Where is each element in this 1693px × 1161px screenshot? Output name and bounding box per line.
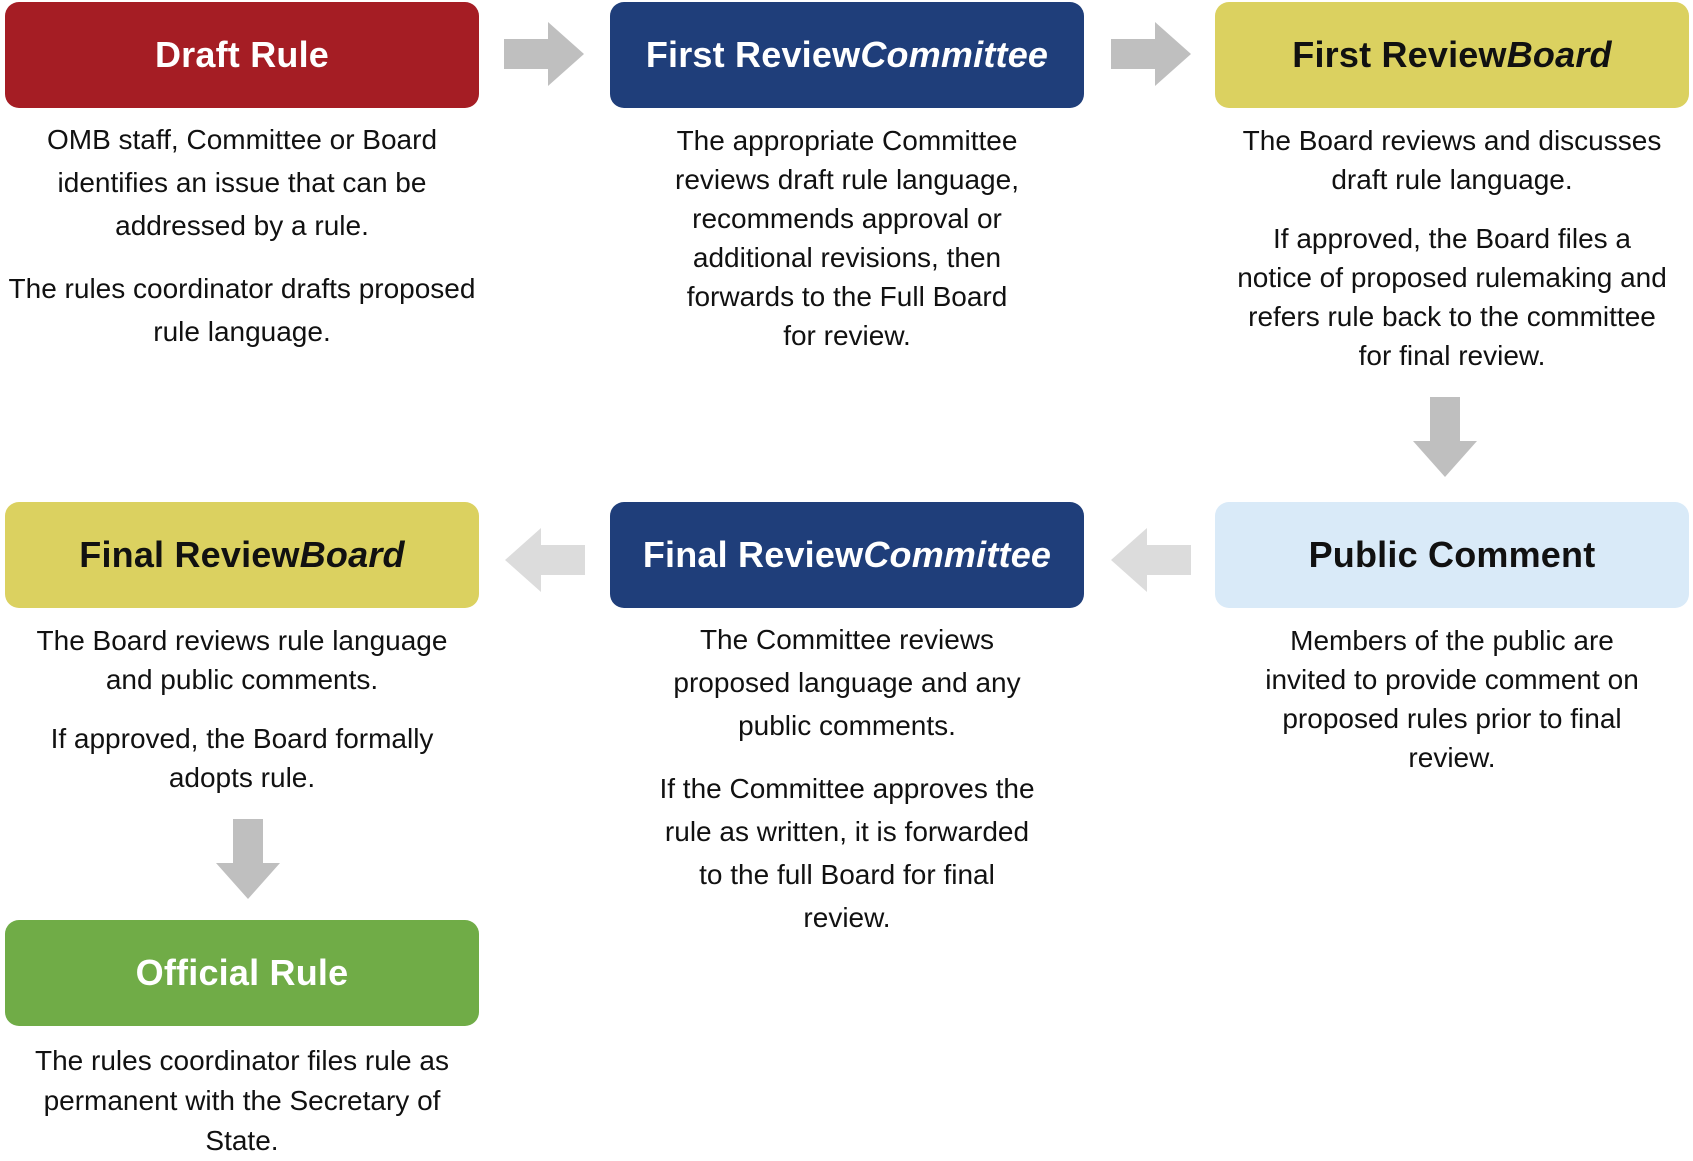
final-review-committee-header: Final Review Committee — [610, 502, 1084, 608]
official-rule-description: The rules coordinator files rule as perm… — [5, 1041, 479, 1161]
final-review-board-description: The Board reviews rule language and publ… — [5, 621, 479, 797]
first-review-committee-header: First Review Committee — [610, 2, 1084, 108]
down-arrow-icon — [216, 819, 280, 899]
final-review-committee-description: The Committee reviews proposed language … — [610, 618, 1084, 939]
public-comment-text-1: Members of the public are invited to pro… — [1265, 625, 1639, 773]
first-review-committee-title: First Review — [645, 34, 861, 75]
final-review-board-title: Final Review — [79, 534, 300, 575]
official-rule-text-1: The rules coordinator files rule as perm… — [35, 1045, 449, 1156]
right-arrow-icon — [504, 22, 584, 86]
final-review-board-text-1: The Board reviews rule language and publ… — [36, 625, 448, 695]
first-review-board-header: First Review Board — [1215, 2, 1689, 108]
final-review-committee-title: Final Review — [642, 534, 864, 575]
first-review-board-title: First Review — [1292, 34, 1507, 75]
draft-rule-text-1: OMB staff, Committee or Board identifies… — [46, 124, 438, 241]
first-review-board-text-1: The Board reviews and discusses draft ru… — [1242, 125, 1662, 195]
first-review-board-text-2: If approved, the Board files a notice of… — [1237, 223, 1667, 371]
draft-rule-title: Draft Rule — [154, 34, 330, 75]
public-comment-header: Public Comment — [1215, 502, 1689, 608]
final-review-board-text-2: If approved, the Board formally adopts r… — [50, 723, 434, 793]
public-comment-description: Members of the public are invited to pro… — [1215, 621, 1689, 777]
draft-rule-header: Draft Rule — [5, 2, 479, 108]
first-review-board-title-emphasis: Board — [1506, 34, 1612, 75]
final-review-board-title-emphasis: Board — [299, 534, 405, 575]
official-rule-title: Official Rule — [135, 952, 349, 993]
left-arrow-icon — [1111, 528, 1191, 592]
draft-rule-description: OMB staff, Committee or Board identifies… — [5, 118, 479, 353]
first-review-board-description: The Board reviews and discusses draft ru… — [1215, 121, 1689, 375]
first-review-committee-description: The appropriate Committee reviews draft … — [610, 121, 1084, 355]
final-review-committee-text-2: If the Committee approves the rule as wr… — [659, 773, 1035, 933]
right-arrow-icon — [1111, 22, 1191, 86]
draft-rule-text-2: The rules coordinator drafts proposed ru… — [8, 273, 476, 347]
final-review-committee-text-1: The Committee reviews proposed language … — [673, 624, 1021, 741]
public-comment-title: Public Comment — [1308, 534, 1596, 575]
official-rule-header: Official Rule — [5, 920, 479, 1026]
first-review-committee-title-emphasis: Committee — [860, 34, 1049, 75]
left-arrow-icon — [505, 528, 585, 592]
first-review-committee-text-1: The appropriate Committee reviews draft … — [675, 125, 1019, 351]
final-review-committee-title-emphasis: Committee — [863, 534, 1052, 575]
down-arrow-icon — [1413, 397, 1477, 477]
final-review-board-header: Final Review Board — [5, 502, 479, 608]
